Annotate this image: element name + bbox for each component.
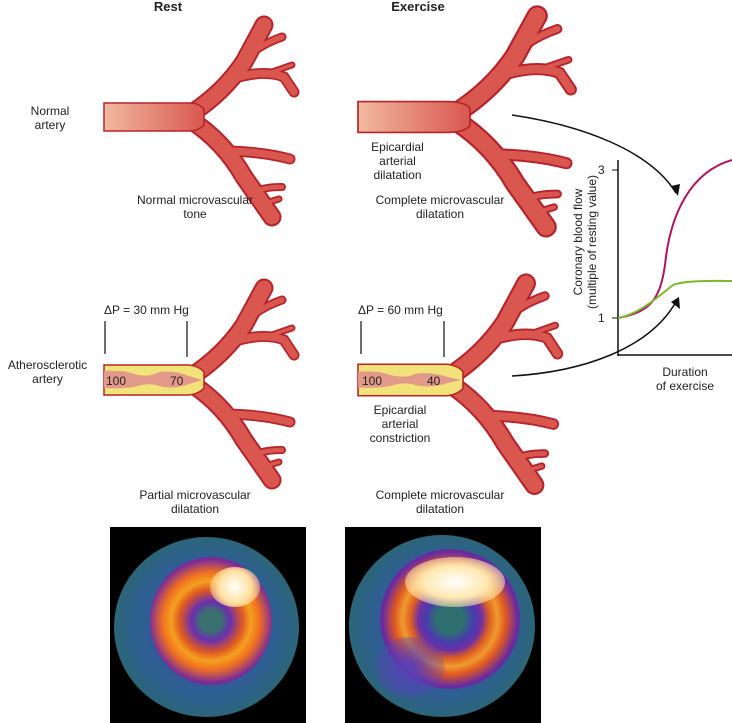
header-rest: Rest bbox=[153, 0, 183, 14]
caption-normal-rest: Normal microvascular tone bbox=[136, 193, 254, 221]
vessel-athero-exercise bbox=[357, 283, 558, 485]
curve-normal bbox=[617, 159, 732, 319]
caption-epicardial-dilatation: Epicardial arterial dilatation bbox=[371, 140, 424, 182]
vessel-normal-rest bbox=[103, 25, 294, 217]
pressure-rest-in: 100 bbox=[106, 374, 127, 388]
header-exercise: Exercise bbox=[391, 0, 445, 14]
arrow-athero bbox=[511, 299, 678, 377]
vessel-normal-exercise bbox=[357, 16, 571, 227]
pressure-ex-in: 100 bbox=[362, 374, 383, 388]
row-label-athero: Atherosclerotic artery bbox=[7, 358, 88, 386]
pressure-ex-out: 40 bbox=[427, 374, 441, 388]
graph-tick-3: 3 bbox=[598, 163, 605, 177]
flow-graph bbox=[511, 114, 732, 377]
curve-athero bbox=[617, 279, 732, 319]
graph-tick-1: 1 bbox=[598, 311, 605, 325]
caption-epicardial-constriction: Epicardial arterial constriction bbox=[369, 403, 431, 445]
perfusion-image-exercise bbox=[345, 527, 541, 723]
pressure-markers bbox=[104, 321, 445, 357]
perfusion-image-rest bbox=[110, 527, 306, 723]
graph-x-label: Duration of exercise bbox=[655, 365, 715, 393]
arrow-normal bbox=[511, 114, 677, 194]
delta-p-rest: ΔP = 30 mm Hg bbox=[104, 303, 189, 317]
caption-normal-exercise: Complete microvascular dilatation bbox=[375, 193, 505, 221]
delta-p-exercise: ΔP = 60 mm Hg bbox=[358, 303, 443, 317]
caption-athero-exercise: Complete microvascular dilatation bbox=[375, 488, 505, 516]
pressure-rest-out: 70 bbox=[170, 374, 184, 388]
vessel-athero-rest bbox=[103, 288, 294, 480]
graph-y-label: Coronary blood flow (multiple of resting… bbox=[571, 174, 599, 310]
row-label-normal: Normal artery bbox=[30, 104, 70, 132]
caption-athero-rest: Partial microvascular dilatation bbox=[139, 488, 251, 516]
